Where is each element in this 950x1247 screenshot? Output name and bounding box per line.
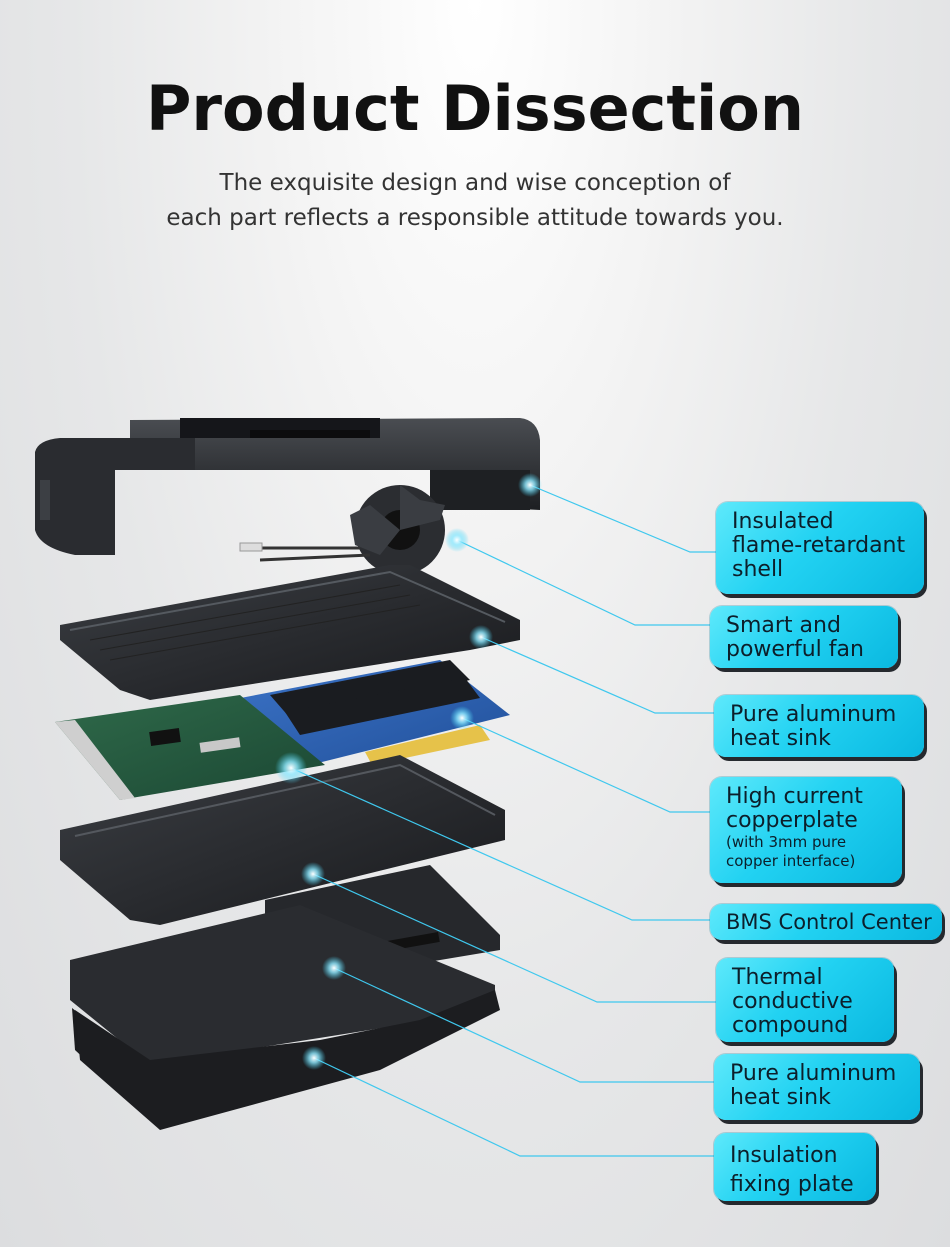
callout-line: Thermal	[732, 965, 823, 990]
callout-bms: BMS Control Center	[710, 904, 942, 940]
subtitle-line-2: each part reflects a responsible attitud…	[166, 205, 784, 231]
callout-line: copperplate	[726, 808, 858, 833]
callout-line: heat sink	[730, 726, 831, 751]
callout-line: Pure aluminum	[730, 1061, 897, 1086]
callout-line: Pure aluminum	[730, 702, 897, 727]
subtitle-line-1: The exquisite design and wise conception…	[219, 170, 731, 196]
leader-lines	[290, 484, 718, 1157]
shell-part	[35, 418, 540, 555]
callout-line: compound	[732, 1013, 849, 1038]
callout-line: shell	[732, 557, 784, 582]
callout-note: (with 3mm pure	[726, 833, 847, 851]
callout-copperplate: High current copperplate (with 3mm pure …	[710, 777, 902, 883]
callout-fan: Smart and powerful fan	[710, 606, 898, 668]
callout-line: powerful fan	[726, 637, 864, 662]
copperplate-part	[230, 660, 510, 765]
callout-note: copper interface)	[726, 852, 856, 870]
callout-line: flame-retardant	[732, 533, 906, 558]
callout-heat-sink-bottom: Pure aluminum heat sink	[714, 1054, 920, 1120]
insulation-plate-part	[75, 990, 500, 1130]
callout-line: fixing plate	[730, 1172, 854, 1197]
bms-pcb-part	[55, 695, 325, 800]
callout-line: High current	[726, 784, 863, 809]
callout-insulation-plate: Insulation fixing plate	[714, 1133, 876, 1201]
callout-line: Insulation	[730, 1143, 838, 1168]
callout-line: BMS Control Center	[726, 910, 932, 934]
callout-line: Smart and	[726, 613, 841, 638]
heat-sink-top	[60, 565, 520, 700]
callout-thermal-compound: Thermal conductive compound	[716, 958, 894, 1042]
callout-line: heat sink	[730, 1085, 831, 1110]
callout-line: conductive	[732, 989, 853, 1014]
fan-part	[239, 485, 445, 575]
callout-insulated-shell: Insulated flame-retardant shell	[716, 502, 924, 594]
callout-dots	[275, 473, 542, 1070]
callout-line: Insulated	[732, 509, 834, 534]
page-subtitle: The exquisite design and wise conception…	[0, 166, 950, 236]
page-title: Product Dissection	[145, 72, 805, 145]
callout-heat-sink-top: Pure aluminum heat sink	[714, 695, 924, 757]
